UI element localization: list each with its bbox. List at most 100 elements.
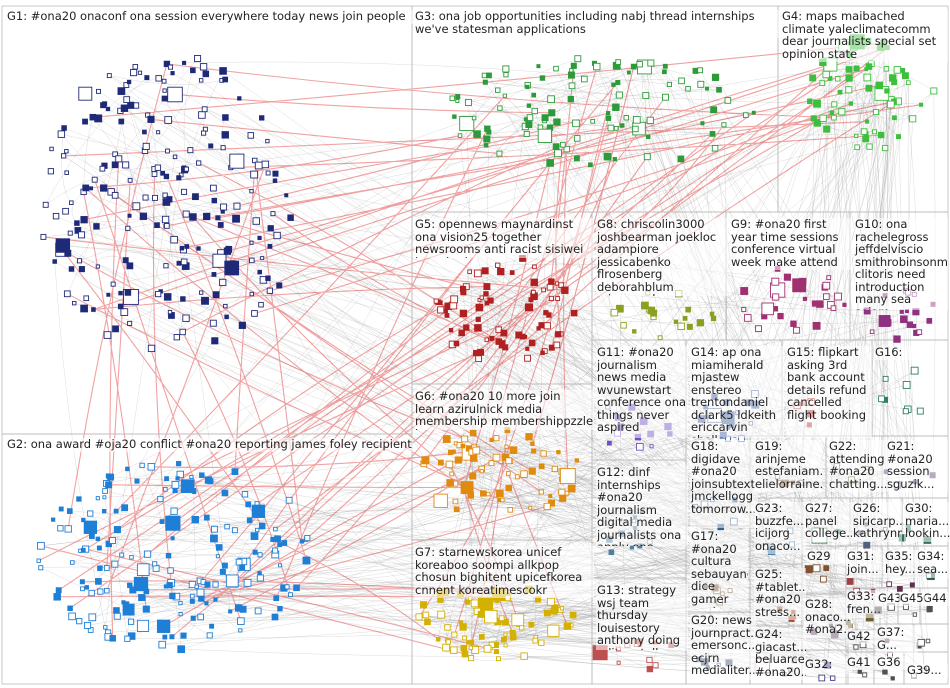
vertex-node xyxy=(678,77,685,85)
vertex-node xyxy=(880,318,885,324)
vertex-node xyxy=(540,450,547,457)
vertex-node xyxy=(212,253,227,268)
vertex-node xyxy=(61,125,67,131)
vertex-node xyxy=(556,450,561,455)
vertex-node xyxy=(539,75,546,81)
vertex-node xyxy=(249,240,254,245)
vertex-node xyxy=(458,329,465,337)
vertex-node xyxy=(830,675,836,681)
vertex-node xyxy=(170,536,175,541)
vertex-node xyxy=(590,118,596,124)
vertex-node xyxy=(488,460,495,467)
vertex-node xyxy=(273,231,281,240)
vertex-node xyxy=(162,486,168,492)
vertex-node xyxy=(925,638,931,644)
vertex-node xyxy=(531,289,536,295)
vertex-node xyxy=(187,147,194,154)
vertex-node xyxy=(66,508,73,514)
vertex-node xyxy=(136,619,150,632)
vertex-node xyxy=(673,319,679,324)
vertex-node xyxy=(574,55,582,63)
vertex-node xyxy=(459,116,475,132)
vertex-node xyxy=(103,625,108,630)
vertex-node xyxy=(515,331,523,339)
vertex-node xyxy=(793,326,800,334)
vertex-node xyxy=(433,493,448,508)
vertex-node xyxy=(203,212,211,221)
vertex-node xyxy=(548,278,555,285)
vertex-node xyxy=(537,128,552,143)
vertex-node xyxy=(818,674,826,682)
vertex-node xyxy=(523,117,528,122)
vertex-node xyxy=(466,640,471,645)
vertex-node xyxy=(804,565,813,574)
vertex-node xyxy=(113,508,119,514)
vertex-node xyxy=(232,214,240,223)
vertex-node xyxy=(196,588,205,597)
vertex-node xyxy=(469,472,477,480)
vertex-node xyxy=(812,564,821,573)
vertex-node xyxy=(237,96,242,101)
vertex-node xyxy=(605,115,612,121)
vertex-node xyxy=(462,635,467,641)
vertex-node xyxy=(219,67,227,75)
vertex-node xyxy=(122,603,135,616)
group-label-g26: G26: siricarp... kathrynm... xyxy=(852,502,902,542)
vertex-node xyxy=(445,460,454,469)
vertex-node xyxy=(49,146,54,152)
vertex-node xyxy=(581,75,588,83)
vertex-node xyxy=(857,669,862,674)
vertex-node xyxy=(790,320,797,327)
vertex-node xyxy=(862,135,870,143)
vertex-node xyxy=(64,525,72,533)
vertex-node xyxy=(127,618,135,625)
vertex-node xyxy=(125,225,131,231)
vertex-node xyxy=(231,527,238,534)
vertex-node xyxy=(482,79,488,85)
vertex-node xyxy=(155,290,162,298)
vertex-node xyxy=(520,652,528,660)
vertex-node xyxy=(161,95,168,102)
vertex-node xyxy=(917,638,925,647)
vertex-node xyxy=(519,625,525,631)
vertex-node xyxy=(569,68,574,73)
vertex-node xyxy=(170,235,178,244)
vertex-node xyxy=(606,111,611,116)
vertex-node xyxy=(138,594,146,602)
vertex-node xyxy=(55,587,62,594)
vertex-node xyxy=(558,488,566,496)
vertex-node xyxy=(483,283,491,291)
vertex-node xyxy=(51,517,56,522)
vertex-node xyxy=(210,184,217,192)
vertex-node xyxy=(154,164,162,171)
vertex-node xyxy=(122,257,129,264)
vertex-node xyxy=(461,650,469,658)
vertex-node xyxy=(201,106,208,113)
vertex-node xyxy=(865,84,873,92)
vertex-node xyxy=(53,593,61,601)
vertex-node xyxy=(95,496,100,501)
vertex-node xyxy=(616,660,621,665)
vertex-node xyxy=(258,301,264,308)
group-label-g39: G39... xyxy=(906,664,948,678)
vertex-node xyxy=(160,170,166,176)
vertex-node xyxy=(827,76,833,81)
vertex-node xyxy=(208,143,214,149)
vertex-node xyxy=(177,645,186,654)
vertex-node xyxy=(464,599,471,605)
vertex-node xyxy=(274,535,281,543)
vertex-node xyxy=(252,217,260,225)
vertex-node xyxy=(863,541,871,549)
vertex-node xyxy=(528,339,536,347)
vertex-node xyxy=(163,60,171,68)
vertex-node xyxy=(546,159,554,167)
vertex-node xyxy=(87,510,94,517)
vertex-node xyxy=(838,108,846,116)
vertex-node xyxy=(52,212,60,220)
vertex-node xyxy=(460,644,468,652)
vertex-node xyxy=(450,646,458,654)
vertex-node xyxy=(204,581,211,588)
group-label-g7: G7: starnewskorea unicef koreaboo soompi… xyxy=(414,546,594,598)
vertex-node xyxy=(682,315,688,321)
vertex-node xyxy=(271,613,279,621)
